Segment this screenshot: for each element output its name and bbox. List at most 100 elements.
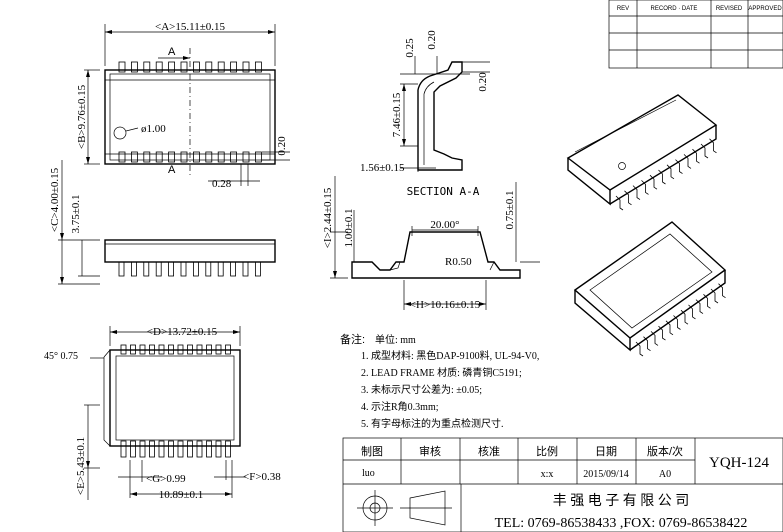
pin bbox=[149, 344, 155, 355]
pin bbox=[168, 440, 174, 458]
pin bbox=[143, 61, 151, 73]
pin bbox=[155, 61, 163, 73]
iso-view-top bbox=[566, 94, 718, 211]
pin bbox=[192, 261, 199, 277]
top-view: ø1.00 <A>15.11±0.15 A A <B>9.76±0.15 0.2… bbox=[76, 21, 290, 190]
top-pins-row-lower bbox=[118, 151, 262, 163]
pin bbox=[177, 440, 184, 458]
dim-j-label: 1.00±0.1 bbox=[343, 208, 355, 247]
pin bbox=[143, 151, 151, 163]
pin bbox=[187, 344, 193, 355]
pin bbox=[130, 344, 136, 355]
locating-hole bbox=[113, 126, 127, 140]
end-radius-label: R0.50 bbox=[445, 256, 472, 268]
bottom-pins-row-upper bbox=[120, 344, 231, 355]
iso-pin bbox=[666, 164, 675, 180]
iso-pin bbox=[643, 336, 651, 352]
value-version: A0 bbox=[659, 469, 671, 480]
pin bbox=[230, 61, 238, 73]
pin bbox=[225, 344, 231, 355]
pin bbox=[118, 151, 126, 163]
record-date-header: RECORD · DATE bbox=[651, 6, 698, 12]
iso-pin bbox=[718, 283, 726, 299]
pin bbox=[215, 344, 222, 355]
side-view: <C>4.00±0.15 3.75±0.1 bbox=[49, 160, 276, 285]
iso-pin bbox=[709, 138, 717, 154]
pin bbox=[187, 440, 193, 458]
note-item: 5. 有字母标注的为重点检测尺寸. bbox=[361, 417, 504, 430]
rev-header: REV bbox=[617, 6, 629, 12]
dim-a-label: <A>15.11±0.15 bbox=[155, 21, 225, 33]
pin bbox=[254, 261, 261, 277]
pin bbox=[217, 61, 225, 73]
drawing-number: YQH-124 bbox=[709, 455, 769, 471]
value-date: 2015/09/14 bbox=[583, 469, 629, 480]
iso-pin bbox=[710, 288, 719, 304]
pin bbox=[242, 61, 250, 73]
iso-bottom-pins bbox=[635, 283, 726, 357]
iso-pin bbox=[635, 341, 644, 357]
value-scale: x:x bbox=[541, 469, 554, 480]
section-top2-label: 0.20 bbox=[426, 30, 438, 50]
label-scale: 比例 bbox=[536, 444, 558, 458]
section-right-label: 0.20 bbox=[477, 72, 489, 92]
pin bbox=[205, 151, 213, 163]
iso-pin bbox=[673, 315, 681, 330]
section-top-label: 0.25 bbox=[404, 38, 416, 58]
label-checker: 审核 bbox=[419, 444, 441, 458]
iso-pin1-dot bbox=[618, 162, 626, 170]
pin-gap-label: 0.20 bbox=[276, 136, 288, 156]
pin bbox=[149, 440, 155, 458]
pin bbox=[242, 151, 250, 163]
revision-block: REV RECORD · DATE REVISED APPROVED bbox=[608, 0, 783, 69]
iso-pin bbox=[680, 309, 689, 325]
pin bbox=[215, 440, 222, 458]
pin bbox=[192, 61, 200, 73]
company-contact: TEL: 0769-86538433 ,FOX: 0769-86538422 bbox=[495, 516, 748, 531]
iso-pin bbox=[658, 325, 666, 341]
projection-symbol bbox=[357, 490, 452, 526]
chamfer-label: 45° 0.75 bbox=[44, 351, 78, 362]
dim-i-label: <I>2.44±0.15 bbox=[322, 187, 334, 248]
pin bbox=[254, 61, 262, 73]
iso-pin bbox=[695, 299, 704, 314]
pin bbox=[130, 151, 138, 163]
iso-pin bbox=[650, 331, 659, 346]
section-view: 7.46±0.15 0.25 0.20 0.20 1.56±0.15 SECTI… bbox=[360, 30, 490, 198]
pin bbox=[158, 344, 165, 355]
pin bbox=[120, 440, 127, 458]
pin bbox=[230, 261, 237, 277]
pin bbox=[118, 61, 126, 73]
iso-view-bottom bbox=[573, 221, 727, 357]
pin bbox=[139, 344, 146, 355]
pin bbox=[155, 151, 163, 163]
bottom-pins-row-lower bbox=[120, 440, 231, 458]
dim-k-label: 0.75±0.1 bbox=[504, 190, 516, 229]
label-date: 日期 bbox=[595, 445, 617, 458]
pin bbox=[168, 261, 175, 277]
iso-pin bbox=[632, 185, 641, 200]
pin bbox=[254, 151, 262, 163]
iso-pin bbox=[665, 320, 674, 336]
pin bbox=[158, 440, 165, 458]
pin bbox=[180, 261, 187, 277]
pin bbox=[168, 151, 176, 163]
end-angle-label: 20.00° bbox=[430, 219, 459, 231]
pin bbox=[205, 261, 212, 277]
section-bottom-label: 1.56±0.15 bbox=[360, 162, 405, 174]
pin bbox=[206, 344, 212, 355]
company-name: 丰 强 电 子 有 限 公 司 bbox=[553, 493, 690, 509]
pin bbox=[120, 344, 127, 355]
pin bbox=[177, 344, 184, 355]
notes-heading: 备注: bbox=[340, 332, 365, 346]
value-drafter: luo bbox=[362, 468, 375, 479]
pin-width-label: 0.28 bbox=[212, 178, 232, 190]
pin bbox=[242, 261, 249, 277]
top-pins-row-upper bbox=[118, 61, 262, 73]
dim-g-label: <G>0.99 bbox=[146, 473, 186, 485]
dim-e-label: <E>5.43±0.1 bbox=[75, 437, 87, 495]
pin bbox=[180, 151, 188, 163]
iso-pin bbox=[624, 190, 632, 206]
label-approver: 核准 bbox=[478, 444, 500, 458]
